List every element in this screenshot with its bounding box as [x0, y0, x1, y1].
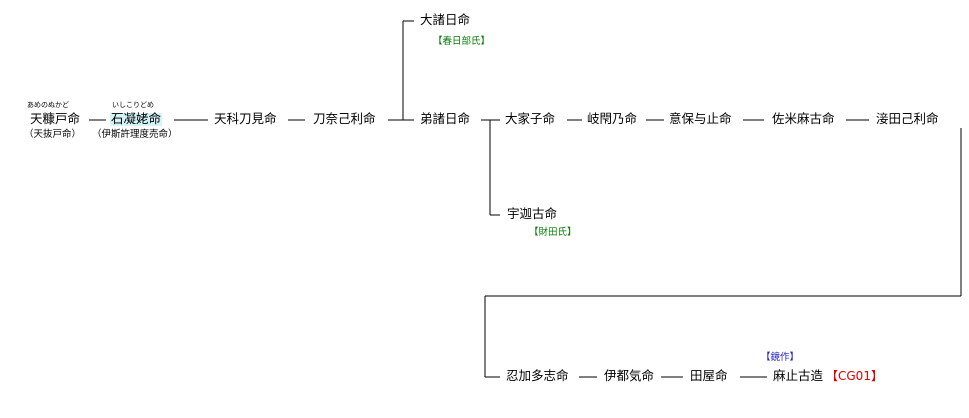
omoro-clan-label: 【春日部氏】	[433, 36, 491, 47]
person-tonako[interactable]: 刀奈己利命	[313, 111, 376, 126]
person-omoro[interactable]: 大諸日命	[420, 12, 471, 27]
person-samema[interactable]: 佐米麻古命	[772, 111, 835, 126]
person-ameshina[interactable]: 天科刀見命	[214, 111, 277, 126]
person-ohoyo[interactable]: 意保与止命	[669, 111, 732, 126]
person-oyake[interactable]: 大家子命	[505, 111, 556, 126]
person-taya[interactable]: 田屋命	[690, 368, 728, 383]
person-kinoto[interactable]: 岐閇乃命	[587, 111, 638, 126]
ukako-clan-label: 【財田氏】	[529, 227, 577, 238]
amenonukado-alias: （天抜戸命）	[24, 129, 82, 140]
person-otomoro[interactable]: 弟諸日命	[420, 111, 471, 126]
person-ukako[interactable]: 宇迦古命	[507, 206, 558, 221]
person-amenonukado[interactable]: 天糠戸命	[30, 111, 81, 126]
person-ishikoridome[interactable]: 石凝姥命	[110, 111, 163, 126]
mashiko-code-link[interactable]: 【CG01】	[826, 369, 883, 383]
person-izuke[interactable]: 伊都気命	[604, 368, 655, 383]
amenonukado-ruby: あめのぬかど	[27, 101, 69, 109]
ishikoridome-ruby: いしこりどめ	[112, 101, 154, 109]
ishikoridome-alias: （伊斯許理度売命）	[92, 129, 178, 140]
mashiko-note-label: 【鏡作】	[761, 352, 800, 363]
person-tada[interactable]: 淁田己利命	[876, 111, 939, 126]
person-mashiko[interactable]: 麻止古造	[773, 368, 824, 383]
person-oshika[interactable]: 忍加多志命	[506, 368, 569, 383]
